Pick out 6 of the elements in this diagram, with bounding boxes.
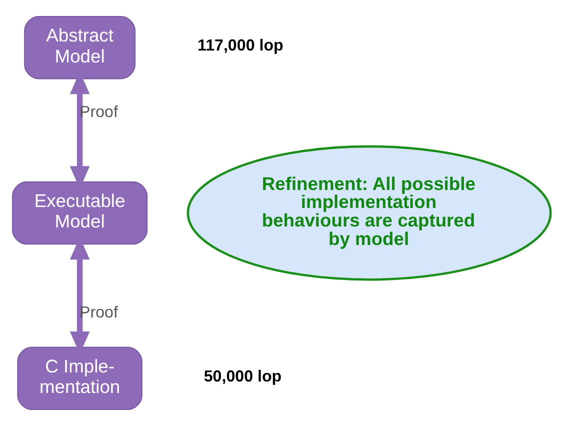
label: 117,000 lop: [198, 36, 284, 54]
node-box: C Imple- mentation: [17, 346, 142, 410]
label: 50,000 lop: [204, 366, 282, 385]
node-box: Abstract Model: [24, 16, 136, 79]
node-box: Executable Model: [12, 180, 148, 244]
node-ellipse: Refinement: All possible implementation behaviours are captured by model: [186, 144, 552, 280]
